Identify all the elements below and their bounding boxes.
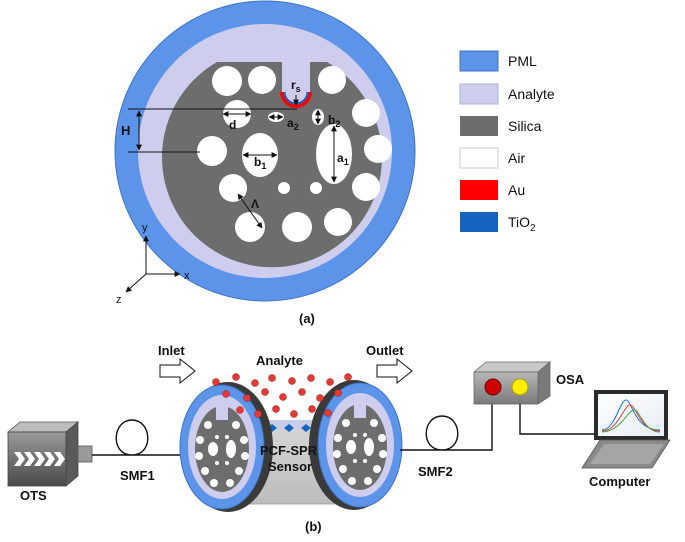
axis-y-label: y bbox=[142, 222, 148, 234]
label-H: H bbox=[121, 123, 130, 138]
osa-yellow-indicator bbox=[511, 378, 529, 396]
coordinate-axes bbox=[125, 235, 181, 293]
legend-label-tio2: TiO2 bbox=[508, 214, 536, 234]
pcf-cross-section: H d a2 b2 b1 a1 rs Λ y x z (a) bbox=[114, 0, 416, 326]
label-rs: rs bbox=[291, 78, 301, 94]
legend: PML Analyte Silica Air Au TiO2 bbox=[459, 50, 555, 234]
caption-b: (b) bbox=[305, 519, 322, 534]
legend-label-au: Au bbox=[508, 182, 525, 198]
legend-swatch-au bbox=[460, 180, 498, 200]
label-a2: a2 bbox=[287, 116, 299, 132]
gold-coating bbox=[280, 91, 312, 108]
ots-chevrons bbox=[14, 452, 65, 466]
inlet-arrow bbox=[159, 357, 196, 385]
analyte-label: Analyte bbox=[256, 353, 303, 368]
analyte-particles bbox=[212, 373, 352, 418]
axis-x-label: x bbox=[184, 270, 190, 282]
dimension-lines bbox=[128, 95, 337, 229]
label-b1: b1 bbox=[254, 155, 266, 171]
legend-swatch-silica bbox=[460, 116, 498, 136]
legend-swatch-analyte bbox=[459, 83, 499, 105]
ots-label: OTS bbox=[20, 488, 47, 503]
legend-label-silica: Silica bbox=[508, 118, 542, 134]
outlet-arrow bbox=[376, 357, 413, 385]
osa-label: OSA bbox=[556, 372, 585, 387]
osa-red-indicator bbox=[484, 378, 502, 396]
smf1-fiber bbox=[92, 419, 190, 456]
sensor-label-line1: PCF-SPR bbox=[260, 443, 318, 458]
computer bbox=[581, 390, 671, 469]
legend-swatch-pml bbox=[459, 50, 499, 72]
caption-a: (a) bbox=[299, 311, 315, 326]
label-lambda: Λ bbox=[251, 197, 259, 211]
osa-device bbox=[472, 361, 552, 405]
experimental-setup: OTS SMF1 bbox=[6, 343, 671, 534]
label-a1: a1 bbox=[337, 151, 349, 167]
sensor-right-fiber-end bbox=[309, 380, 403, 510]
legend-label-air: Air bbox=[508, 150, 525, 166]
legend-swatch-air bbox=[459, 147, 499, 169]
outlet-label: Outlet bbox=[366, 343, 404, 358]
screen-spectra bbox=[601, 399, 661, 433]
label-b2: b2 bbox=[328, 113, 340, 129]
smf2-label: SMF2 bbox=[418, 464, 453, 479]
legend-label-analyte: Analyte bbox=[508, 86, 555, 102]
smf1-label: SMF1 bbox=[120, 468, 155, 483]
computer-label: Computer bbox=[589, 474, 650, 489]
osa-computer-cable bbox=[519, 404, 596, 435]
axis-z-label: z bbox=[116, 294, 122, 306]
sensor-label-line2: Sensor bbox=[268, 459, 312, 474]
ots-source bbox=[6, 421, 93, 487]
sensor-left-fiber-end bbox=[179, 382, 273, 512]
legend-swatch-tio2 bbox=[460, 212, 498, 232]
smf2-fiber bbox=[400, 404, 493, 451]
label-d: d bbox=[229, 118, 236, 132]
inlet-label: Inlet bbox=[158, 343, 185, 358]
legend-label-pml: PML bbox=[508, 53, 537, 69]
pcf-spr-sensor: PCF-SPR Sensor bbox=[179, 380, 403, 512]
